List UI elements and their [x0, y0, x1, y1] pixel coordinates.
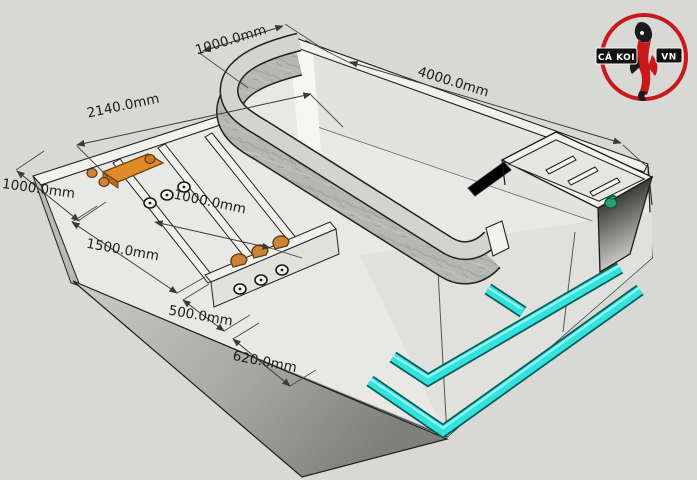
drain-pipes: [366, 262, 644, 439]
badge-left-bg: [595, 47, 638, 65]
pump-box: [500, 131, 654, 274]
green-fitting: [604, 194, 618, 209]
brush-rod-end: [86, 167, 98, 179]
brush-rod-end: [98, 176, 110, 188]
pipe-branch-stub: [484, 283, 527, 318]
wall-end-cap: [485, 220, 510, 257]
drain-holes-floor: [143, 181, 191, 209]
brand-logo: CÁ KOI VN: [595, 13, 688, 101]
badge-right-text: VN: [661, 53, 677, 63]
badge-left-text: CÁ KOI: [598, 51, 635, 63]
badge-right-bg: [655, 47, 683, 64]
pipe-holes-wall: [233, 264, 289, 295]
pipe-near: [366, 284, 644, 439]
wall-edge: [562, 231, 576, 333]
dimension-annotations: 1000.0mm 4000.0mm 2140.0mm 1000.0mm 1000…: [1, 22, 647, 387]
box-left-edge: [501, 159, 506, 186]
logo-badges: CÁ KOI VN: [595, 47, 683, 65]
wall-edge: [436, 252, 448, 438]
box-divider-walls: [545, 155, 621, 197]
box-ledge: [467, 161, 512, 197]
pipe-far: [389, 262, 624, 388]
